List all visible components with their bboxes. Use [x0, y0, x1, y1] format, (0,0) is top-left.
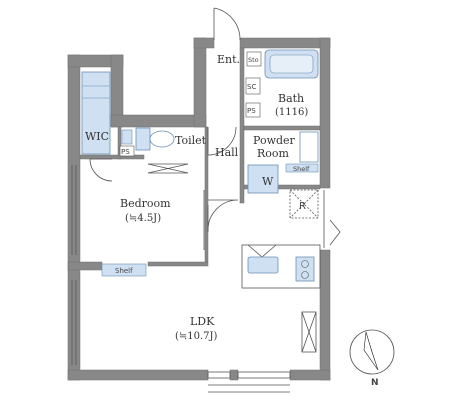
wic-shelf [81, 71, 111, 155]
label-bath-size: (1116) [275, 107, 308, 118]
wall-right-upper [319, 37, 331, 189]
label-wic: WIC [85, 130, 109, 143]
bedroom-shelf [101, 263, 147, 277]
entrance-door [213, 7, 241, 41]
wall-wic-bedroom [79, 154, 145, 160]
wall-hall-right [239, 47, 245, 204]
label-washer: W [262, 175, 274, 188]
cooktop [295, 256, 315, 282]
wall-entrance-top [193, 37, 215, 49]
balcony-door-right [237, 371, 291, 379]
openings [71, 7, 341, 393]
label-shelf-bedroom: Shelf [115, 267, 133, 275]
label-hall: Hall [215, 146, 239, 159]
compass-label: N [371, 378, 379, 388]
wall-bath-bottom [243, 125, 321, 131]
kitchen-counter [241, 244, 321, 289]
label-ldk: LDK [190, 315, 215, 328]
label-ldk-size: (≒10.7J) [175, 331, 218, 342]
label-bedroom: Bedroom [120, 197, 171, 210]
walls [67, 37, 331, 381]
toilet-sink [121, 129, 133, 145]
wall-bedroom-ldk-stub [67, 261, 103, 271]
label-toilet: Toilet [175, 134, 207, 147]
refrigerator [289, 189, 319, 219]
wall-bottom-left [67, 369, 209, 381]
fixture-labels: Sto SC PS PS R W Shelf Shelf [115, 51, 310, 275]
fixtures [81, 49, 319, 282]
wall-bedroom-bottom [147, 261, 209, 267]
vanity [299, 131, 319, 163]
label-sto: Sto [248, 56, 259, 64]
wall-notch-right [193, 37, 207, 128]
label-ps-bath: PS [247, 107, 256, 115]
wall-bottom-mid [229, 369, 239, 381]
room-labels: Ent. WIC Toilet Hall Bath (1116) Powder … [85, 53, 308, 342]
wic-door [89, 158, 113, 182]
label-shelf-powder: Shelf [293, 165, 310, 173]
wall-powder-bottom [243, 184, 321, 190]
washer [247, 164, 279, 194]
label-powder-2: Room [257, 147, 290, 160]
toilet-bowl [135, 127, 151, 151]
label-bath: Bath [278, 92, 304, 105]
powder-shelf [285, 163, 319, 173]
label-bedroom-size: (≒4.5J) [125, 213, 161, 224]
wall-right-lower [319, 249, 331, 381]
label-powder-1: Powder [253, 134, 296, 147]
wall-toilet-left [117, 126, 122, 160]
kitchen-sink [247, 256, 279, 274]
wall-bottom-right [289, 369, 331, 381]
wall-hall-left [204, 126, 209, 263]
north-arrow-icon: N [349, 329, 395, 388]
balcony-door-left [207, 371, 231, 379]
label-entrance: Ent. [217, 53, 240, 66]
label-refrigerator: R [299, 201, 306, 212]
wall-entrance-top-right [239, 37, 331, 49]
label-ps-toilet: PS [121, 148, 130, 156]
wall-left-outer [67, 54, 81, 381]
bedroom-door [207, 199, 239, 231]
toilet-door [207, 126, 237, 156]
label-sc: SC [247, 83, 256, 91]
ldk-storage [301, 311, 317, 353]
wall-notch-bottom [110, 114, 207, 128]
